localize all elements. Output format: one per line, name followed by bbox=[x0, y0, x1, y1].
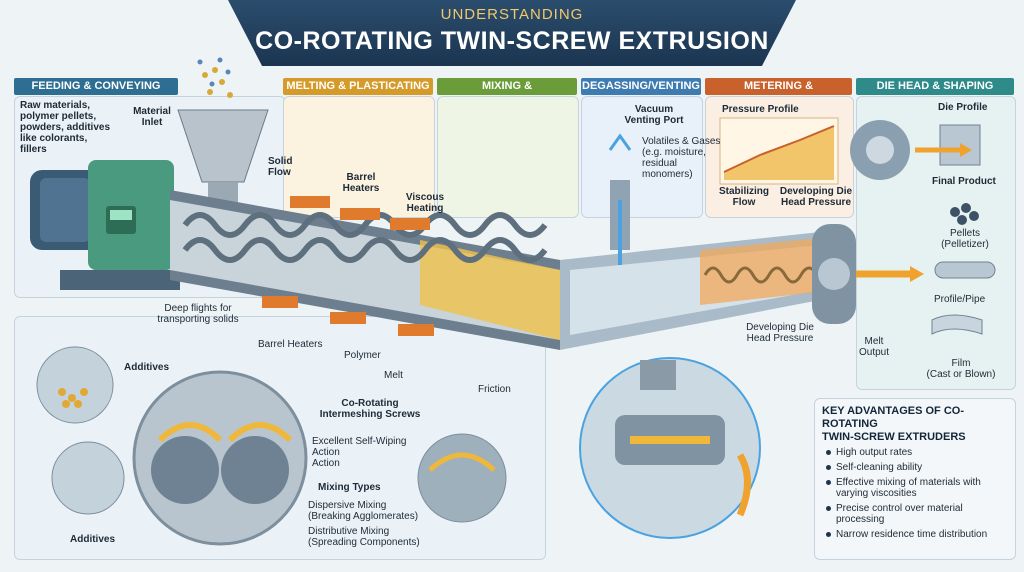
screws-line: Co-Rotating bbox=[341, 398, 399, 409]
mixing-panel bbox=[437, 96, 579, 218]
raw-materials-line: Raw materials, bbox=[20, 100, 91, 111]
raw-materials-line: polymer pellets, bbox=[20, 111, 97, 122]
degassing-panel bbox=[581, 96, 703, 218]
melt-output-line: Output bbox=[858, 347, 890, 358]
self-wiping-line: Action bbox=[312, 458, 340, 469]
additives-bottom-label: Additives bbox=[70, 534, 116, 545]
distributive-line: (Spreading Components) bbox=[308, 537, 420, 548]
volatiles-line: residual bbox=[642, 158, 678, 169]
advantage-item: High output rates bbox=[826, 447, 1012, 458]
vacuum-port-line: Vacuum bbox=[634, 104, 674, 115]
stage-die: DIE HEAD & SHAPING bbox=[856, 78, 1014, 95]
barrel-heaters-bottom-label: Barrel Heaters bbox=[258, 339, 323, 350]
volatiles-label: Volatiles & Gases (e.g. moisture, residu… bbox=[642, 136, 722, 180]
advantage-text: processing bbox=[836, 514, 885, 525]
advantages-panel bbox=[814, 398, 1016, 560]
dispersive-line: (Breaking Agglomerates) bbox=[308, 511, 419, 522]
self-wiping-line: Excellent Self-Wiping bbox=[312, 436, 407, 447]
advantage-text: Precise control over material bbox=[836, 503, 963, 514]
screws-label: Co-Rotating Intermeshing Screws bbox=[310, 398, 430, 420]
stage-melting: MELTING & PLASTICATING bbox=[283, 78, 433, 95]
volatiles-line: (e.g. moisture, bbox=[642, 147, 706, 158]
volatiles-line: monomers) bbox=[642, 169, 693, 180]
die-profile-label: Die Profile bbox=[938, 102, 988, 113]
advantage-text: varying viscosities bbox=[836, 488, 917, 499]
melt-output-label: Melt Output bbox=[852, 336, 896, 358]
raw-materials-line: like colorants, bbox=[20, 133, 88, 144]
raw-materials-label: Raw materials, polymer pellets, powders,… bbox=[20, 100, 120, 155]
dispersive-label: Dispersive Mixing (Breaking Agglomerates… bbox=[308, 500, 428, 522]
header-subtitle: UNDERSTANDING bbox=[440, 6, 584, 23]
barrel-heaters-top-label: Barrel Heaters bbox=[336, 172, 386, 194]
stage-feeding: FEEDING & CONVEYING bbox=[14, 78, 178, 95]
raw-materials-line: powders, additives bbox=[20, 122, 111, 133]
advantage-text: Narrow residence time distribution bbox=[836, 529, 988, 540]
film-line: (Cast or Blown) bbox=[926, 369, 996, 380]
advantages-title: KEY ADVANTAGES OF CO-ROTATING TWIN-SCREW… bbox=[822, 405, 1012, 444]
viscous-heating-line: Viscous bbox=[405, 192, 445, 203]
viscous-heating-line: Heating bbox=[406, 203, 444, 214]
material-inlet-label: Material Inlet bbox=[124, 106, 180, 128]
solid-flow-line: Solid bbox=[268, 156, 293, 167]
additives-top-label: Additives bbox=[124, 362, 170, 373]
advantages-list: High output rates Self-cleaning ability … bbox=[826, 447, 1012, 540]
deep-flights-line: Deep flights for bbox=[164, 303, 232, 314]
pellets-label: Pellets (Pelletizer) bbox=[930, 228, 1000, 250]
advantages-title-line: TWIN-SCREW EXTRUDERS bbox=[822, 431, 966, 443]
melt-output-line: Melt bbox=[864, 336, 884, 347]
stage-degassing: DEGASSING/VENTING bbox=[581, 78, 701, 95]
deep-flights-line: transporting solids bbox=[157, 314, 239, 325]
developing-pressure-top-label: Developing Die Head Pressure bbox=[776, 186, 856, 208]
vacuum-port-label: Vacuum Venting Port bbox=[618, 104, 690, 126]
material-inlet-line: Material bbox=[133, 106, 171, 117]
stabilizing-flow-line: Flow bbox=[732, 197, 756, 208]
dispersive-line: Dispersive Mixing bbox=[308, 500, 387, 511]
advantages-title-line: KEY ADVANTAGES OF CO-ROTATING bbox=[822, 405, 964, 430]
pellets-line: (Pelletizer) bbox=[941, 239, 989, 250]
screws-line: Intermeshing Screws bbox=[319, 409, 421, 420]
advantage-text: High output rates bbox=[836, 447, 913, 458]
distributive-label: Distributive Mixing (Spreading Component… bbox=[308, 526, 428, 548]
film-label: Film (Cast or Blown) bbox=[916, 358, 1006, 380]
film-line: Film bbox=[951, 358, 971, 369]
raw-materials-line: fillers bbox=[20, 144, 47, 155]
self-wiping-line: Action bbox=[312, 447, 340, 458]
developing-pressure-line: Head Pressure bbox=[746, 333, 814, 344]
material-inlet-line: Inlet bbox=[141, 117, 163, 128]
profile-pipe-label: Profile/Pipe bbox=[934, 294, 986, 305]
polymer-label: Polymer bbox=[344, 350, 381, 361]
advantage-item: Self-cleaning ability bbox=[826, 462, 1012, 473]
mixing-types-label: Mixing Types bbox=[318, 482, 381, 493]
vacuum-port-line: Venting Port bbox=[624, 115, 684, 126]
developing-pressure-bottom-label: Developing Die Head Pressure bbox=[738, 322, 822, 344]
developing-pressure-line: Head Pressure bbox=[780, 197, 852, 208]
solid-flow-line: Flow bbox=[268, 167, 291, 178]
solid-flow-label: Solid Flow bbox=[268, 156, 308, 178]
friction-label: Friction bbox=[478, 384, 511, 395]
distributive-line: Distributive Mixing bbox=[308, 526, 390, 537]
final-product-label: Final Product bbox=[932, 176, 996, 187]
developing-pressure-line: Developing Die bbox=[746, 322, 814, 333]
pressure-profile-label: Pressure Profile bbox=[722, 104, 799, 115]
melt-label: Melt bbox=[384, 370, 403, 381]
pellets-line: Pellets bbox=[949, 228, 980, 239]
header-title: CO-ROTATING TWIN-SCREW EXTRUSION bbox=[255, 27, 769, 55]
advantage-text: Effective mixing of materials with bbox=[836, 477, 981, 488]
barrel-heaters-line: Barrel bbox=[346, 172, 376, 183]
barrel-heaters-line: Heaters bbox=[342, 183, 380, 194]
title-banner bbox=[228, 0, 796, 66]
self-wiping-label: Excellent Self-Wiping Action Action bbox=[312, 436, 422, 469]
deep-flights-label: Deep flights for transporting solids bbox=[138, 303, 258, 325]
viscous-heating-label: Viscous Heating bbox=[400, 192, 450, 214]
volatiles-line: Volatiles & Gases bbox=[642, 136, 721, 147]
stabilizing-flow-line: Stabilizing bbox=[719, 186, 769, 197]
stabilizing-flow-label: Stabilizing Flow bbox=[714, 186, 774, 208]
developing-pressure-line: Developing Die bbox=[779, 186, 853, 197]
advantage-item: Narrow residence time distribution bbox=[826, 529, 1012, 540]
advantage-text: Self-cleaning ability bbox=[836, 462, 923, 473]
